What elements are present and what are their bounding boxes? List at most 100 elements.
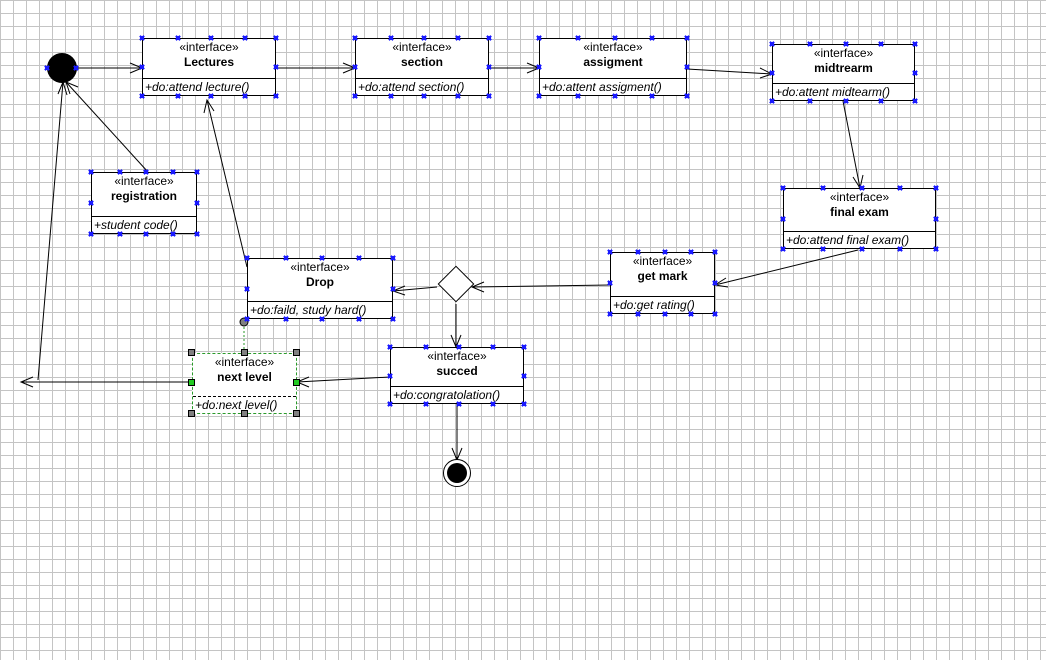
port-marker	[357, 317, 361, 321]
port-marker	[284, 317, 288, 321]
port-marker	[89, 232, 93, 236]
node-get-mark[interactable]: «interface» get mark +do:get rating()	[610, 252, 715, 314]
port-marker	[245, 287, 249, 291]
resize-handle[interactable]	[188, 379, 195, 386]
arrowhead	[470, 281, 485, 293]
port-marker	[243, 36, 247, 40]
resize-handle[interactable]	[241, 349, 248, 356]
edge-drop-lectures[interactable]	[206, 99, 248, 268]
port-marker	[487, 65, 491, 69]
arrowhead	[203, 98, 215, 114]
port-marker	[860, 186, 864, 190]
edge-left-start[interactable]	[37, 81, 64, 381]
port-marker	[45, 66, 49, 70]
node-name: next level	[217, 370, 272, 384]
node-midtrearm[interactable]: «interface» midtrearm +do:attent midtear…	[772, 44, 915, 101]
resize-handle[interactable]	[293, 349, 300, 356]
edge-finalexam-getmark[interactable]	[714, 249, 859, 286]
port-marker	[491, 345, 495, 349]
edge-decision-drop[interactable]	[392, 286, 438, 292]
port-marker	[650, 36, 654, 40]
node-operation: +do:attend lecture()	[143, 78, 275, 95]
resize-handle[interactable]	[188, 349, 195, 356]
port-marker	[537, 36, 541, 40]
node-operation: +do:congratolation()	[391, 386, 523, 403]
node-assigment[interactable]: «interface» assigment +do:attent assigme…	[539, 38, 687, 96]
final-node[interactable]	[443, 459, 471, 487]
node-drop[interactable]: «interface» Drop +do:faild, study hard()	[247, 258, 393, 319]
port-marker	[821, 247, 825, 251]
port-marker	[391, 287, 395, 291]
port-marker	[689, 312, 693, 316]
port-marker	[781, 247, 785, 251]
node-operation: +student code()	[92, 216, 196, 233]
port-marker	[781, 217, 785, 221]
port-marker	[781, 186, 785, 190]
node-next-level[interactable]: «interface» next level +do:next level()	[192, 353, 297, 414]
port-marker	[685, 36, 689, 40]
node-succed[interactable]: «interface» succed +do:congratolation()	[390, 347, 524, 404]
port-marker	[844, 99, 848, 103]
port-marker	[457, 345, 461, 349]
edge-assigment-midtrearm[interactable]	[686, 68, 773, 75]
node-lectures[interactable]: «interface» Lectures +do:attend lecture(…	[142, 38, 276, 96]
port-marker	[487, 36, 491, 40]
resize-handle[interactable]	[241, 410, 248, 417]
resize-handle[interactable]	[293, 410, 300, 417]
port-marker	[808, 42, 812, 46]
port-marker	[522, 374, 526, 378]
node-registration[interactable]: «interface» registration +student code()	[91, 172, 197, 234]
node-name: Lectures	[183, 55, 235, 69]
node-operation: +do:get rating()	[611, 296, 714, 313]
port-marker	[537, 65, 541, 69]
resize-handle[interactable]	[188, 410, 195, 417]
port-marker	[195, 170, 199, 174]
port-marker	[713, 312, 717, 316]
stereotype-label: «interface»	[427, 349, 487, 363]
port-marker	[424, 402, 428, 406]
stereotype-label: «interface»	[813, 46, 874, 60]
port-marker	[274, 36, 278, 40]
node-operation: +do:faild, study hard()	[248, 301, 392, 318]
port-marker	[140, 65, 144, 69]
port-marker	[89, 170, 93, 174]
port-marker	[770, 42, 774, 46]
node-name: section	[400, 55, 443, 69]
node-operation: +do:attend section()	[356, 78, 488, 95]
stereotype-label: «interface»	[829, 190, 890, 204]
port-marker	[118, 170, 122, 174]
node-name: registration	[110, 189, 177, 203]
port-marker	[388, 345, 392, 349]
port-marker	[844, 42, 848, 46]
port-marker	[320, 317, 324, 321]
node-final-exam[interactable]: «interface» final exam +do:attend final …	[783, 188, 936, 249]
edge-getmark-decision[interactable]	[471, 284, 611, 288]
port-marker	[613, 94, 617, 98]
node-section[interactable]: «interface» section +do:attend section()	[355, 38, 489, 96]
port-marker	[389, 36, 393, 40]
port-marker	[353, 36, 357, 40]
port-marker	[487, 94, 491, 98]
initial-node[interactable]	[47, 53, 77, 83]
port-marker	[934, 217, 938, 221]
port-marker	[388, 374, 392, 378]
port-marker	[913, 71, 917, 75]
port-marker	[650, 94, 654, 98]
port-marker	[522, 345, 526, 349]
resize-handle[interactable]	[293, 379, 300, 386]
port-marker	[613, 36, 617, 40]
port-marker	[685, 94, 689, 98]
edge-registration-start[interactable]	[65, 81, 149, 173]
edge-midtrearm-finalexam[interactable]	[842, 100, 861, 189]
port-marker	[663, 250, 667, 254]
port-marker	[140, 36, 144, 40]
edge-succed-nextlevel[interactable]	[296, 376, 391, 383]
stereotype-label: «interface»	[392, 40, 452, 54]
port-marker	[195, 232, 199, 236]
node-name: Drop	[306, 275, 334, 289]
stereotype-label: «interface»	[179, 40, 239, 54]
arrowhead	[19, 376, 34, 388]
port-marker	[608, 281, 612, 285]
